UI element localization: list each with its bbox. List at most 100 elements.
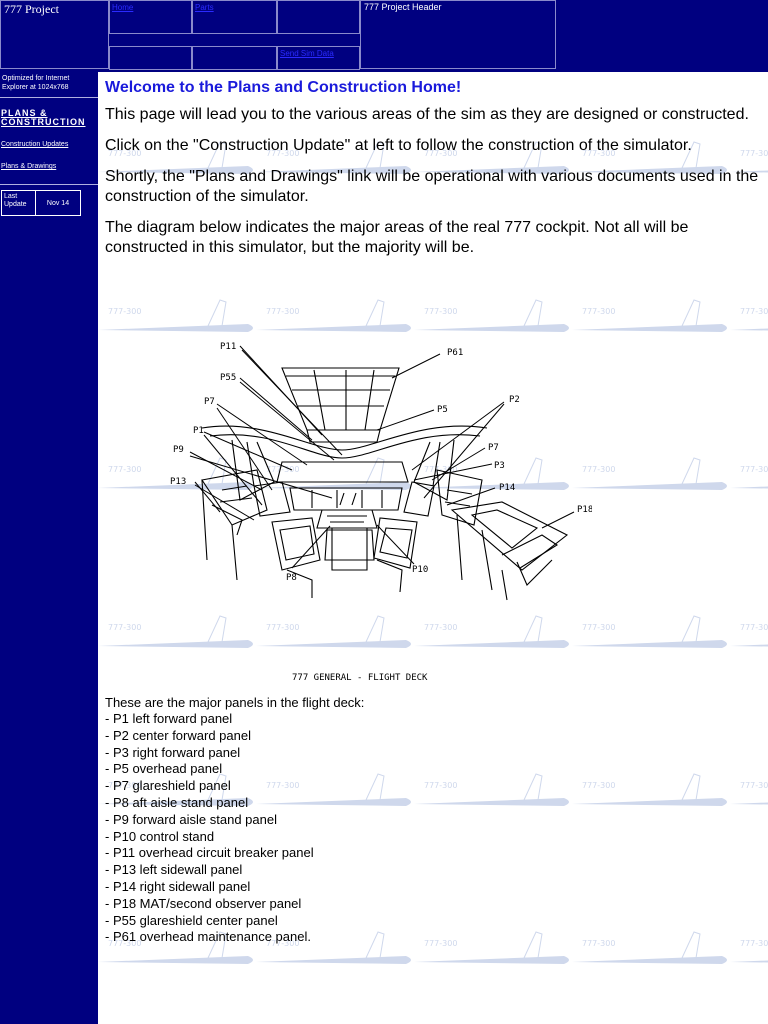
header-send-cell: Send Sim Data	[277, 46, 360, 70]
label-p2: P2	[509, 395, 520, 405]
watermark-plane: 777-300	[572, 931, 727, 964]
watermark-text: 777-300	[582, 939, 615, 948]
diagram-labels: P11 P61 P55 P7 P5 P2 P1 P9 P7 P3 P13 P14…	[170, 342, 592, 683]
watermark-plane: 777-300	[98, 457, 253, 490]
panel-list-item: - P13 left sidewall panel	[105, 862, 243, 878]
label-p7-left: P7	[204, 397, 215, 407]
watermark-plane: 777-300	[414, 299, 569, 332]
header-home-cell: Home	[109, 0, 192, 34]
panel-list-item: - P3 right forward panel	[105, 744, 241, 760]
panel-list-item: - P9 forward aisle stand panel	[105, 811, 277, 827]
send-sim-data-link[interactable]: Send Sim Data	[280, 49, 334, 58]
watermark-text: 777-300	[266, 939, 299, 948]
header-empty-cell-2	[109, 46, 192, 70]
construction-updates-link[interactable]: Construction Updates	[1, 141, 69, 148]
watermark-text: 777-300	[424, 465, 457, 474]
watermark-text: 777-300	[740, 149, 768, 158]
panel-list-item: - P1 left forward panel	[105, 711, 233, 726]
sidebar-divider-2	[0, 184, 98, 185]
panel-list-item: - P2 center forward panel	[105, 727, 251, 743]
label-p14: P14	[499, 483, 515, 493]
intro-paragraph: This page will lead you to the various a…	[105, 106, 749, 123]
label-p1: P1	[193, 426, 204, 436]
watermark-plane: 777-300	[414, 773, 569, 806]
panel-list-item: - P18 MAT/second observer panel	[105, 895, 302, 911]
watermark-plane: 777-300	[98, 615, 253, 648]
watermark-text: 777-300	[266, 623, 299, 632]
header-right-title: 777 Project Header	[364, 2, 442, 12]
welcome-heading: Welcome to the Plans and Construction Ho…	[105, 79, 462, 96]
label-p61: P61	[447, 348, 463, 358]
watermark-plane: 777-300	[256, 299, 411, 332]
label-p8: P8	[286, 573, 297, 583]
watermark-plane: 777-300	[414, 931, 569, 964]
watermark-text: 777-300	[582, 781, 615, 790]
watermark-text: 777-300	[108, 781, 141, 790]
sidebar-divider	[0, 97, 98, 98]
watermark-text: 777-300	[108, 149, 141, 158]
parts-link[interactable]: Parts	[195, 3, 214, 12]
watermark-text: 777-300	[740, 307, 768, 316]
label-p11: P11	[220, 342, 236, 352]
panel-list: - P1 left forward panel- P2 center forwa…	[105, 711, 765, 946]
panel-list-section: These are the major panels in the flight…	[105, 694, 765, 946]
watermark-text: 777-300	[108, 623, 141, 632]
label-p18: P18	[577, 505, 592, 515]
optimized-note: Optimized for Internet Explorer at 1024x…	[2, 75, 70, 91]
watermark-text: 777-300	[582, 307, 615, 316]
home-link[interactable]: Home	[112, 3, 134, 12]
watermark-plane: 777-300	[730, 149, 768, 173]
watermark-plane: 777-300	[98, 773, 253, 806]
watermark-text: 777-300	[740, 623, 768, 632]
diagram-paragraph: The diagram below indicates the major ar…	[105, 219, 689, 256]
panels-intro: These are the major panels in the flight…	[105, 695, 365, 710]
watermark-text: 777-300	[424, 623, 457, 632]
watermark-plane: 777-300	[572, 773, 727, 806]
main-content: Welcome to the Plans and Construction Ho…	[105, 78, 765, 269]
header-empty-cell-3	[192, 46, 277, 70]
watermark-text: 777-300	[266, 149, 299, 158]
label-p7-right: P7	[488, 443, 499, 453]
watermark-text: 777-300	[582, 465, 615, 474]
sidebar	[0, 0, 98, 1024]
last-update-label: Last Update	[2, 191, 36, 215]
panel-list-item: - P61 overhead maintenance panel.	[105, 929, 311, 945]
header: 777 Project Home Parts Send Sim Data 777…	[0, 0, 768, 72]
construction-paragraph: Click on the "Construction Update" at le…	[105, 137, 692, 154]
watermark-text: 777-300	[108, 939, 141, 948]
label-p3: P3	[494, 461, 505, 471]
last-update-value: Nov 14	[46, 199, 70, 207]
watermark-plane: 777-300	[256, 931, 411, 964]
panel-list-item: - P10 control stand	[105, 828, 215, 844]
watermark-text: 777-300	[582, 623, 615, 632]
panel-list-item: - P8 aft aisle stand panel	[105, 794, 249, 810]
watermark-plane: 777-300	[414, 457, 569, 490]
watermark-plane: 777-300	[730, 939, 768, 963]
label-p9: P9	[173, 445, 184, 455]
watermark-plane: 777-300	[730, 781, 768, 805]
header-empty-cell	[277, 0, 360, 34]
project-title: 777 Project	[4, 2, 59, 16]
watermark-plane: 777-300	[98, 141, 253, 174]
watermark-plane: 777-300	[98, 931, 253, 964]
watermark-text: 777-300	[108, 465, 141, 474]
watermark-plane: 777-300	[572, 299, 727, 332]
header-parts-cell: Parts	[192, 0, 277, 34]
panel-list-item: - P5 overhead panel	[105, 761, 223, 777]
last-update-box: Last Update Nov 14	[1, 190, 81, 216]
panel-list-item: - P11 overhead circuit breaker panel	[105, 845, 314, 861]
panel-list-item: - P14 right sidewall panel	[105, 878, 251, 894]
watermark-plane: 777-300	[414, 615, 569, 648]
label-p5: P5	[437, 405, 448, 415]
watermark-text: 777-300	[740, 939, 768, 948]
watermark-plane: 777-300	[256, 773, 411, 806]
watermark-text: 777-300	[582, 149, 615, 158]
watermark-text: 777-300	[266, 307, 299, 316]
plans-drawings-link[interactable]: Plans & Drawings	[1, 163, 57, 170]
diagram-caption: 777 GENERAL - FLIGHT DECK	[292, 673, 428, 683]
watermark-text: 777-300	[424, 149, 457, 158]
section-title: PLANS & CONSTRUCTION	[1, 108, 86, 127]
watermark-plane: 777-300	[572, 141, 727, 174]
watermark-plane: 777-300	[572, 457, 727, 490]
panel-list-item: - P7 glareshield panel	[105, 778, 231, 794]
